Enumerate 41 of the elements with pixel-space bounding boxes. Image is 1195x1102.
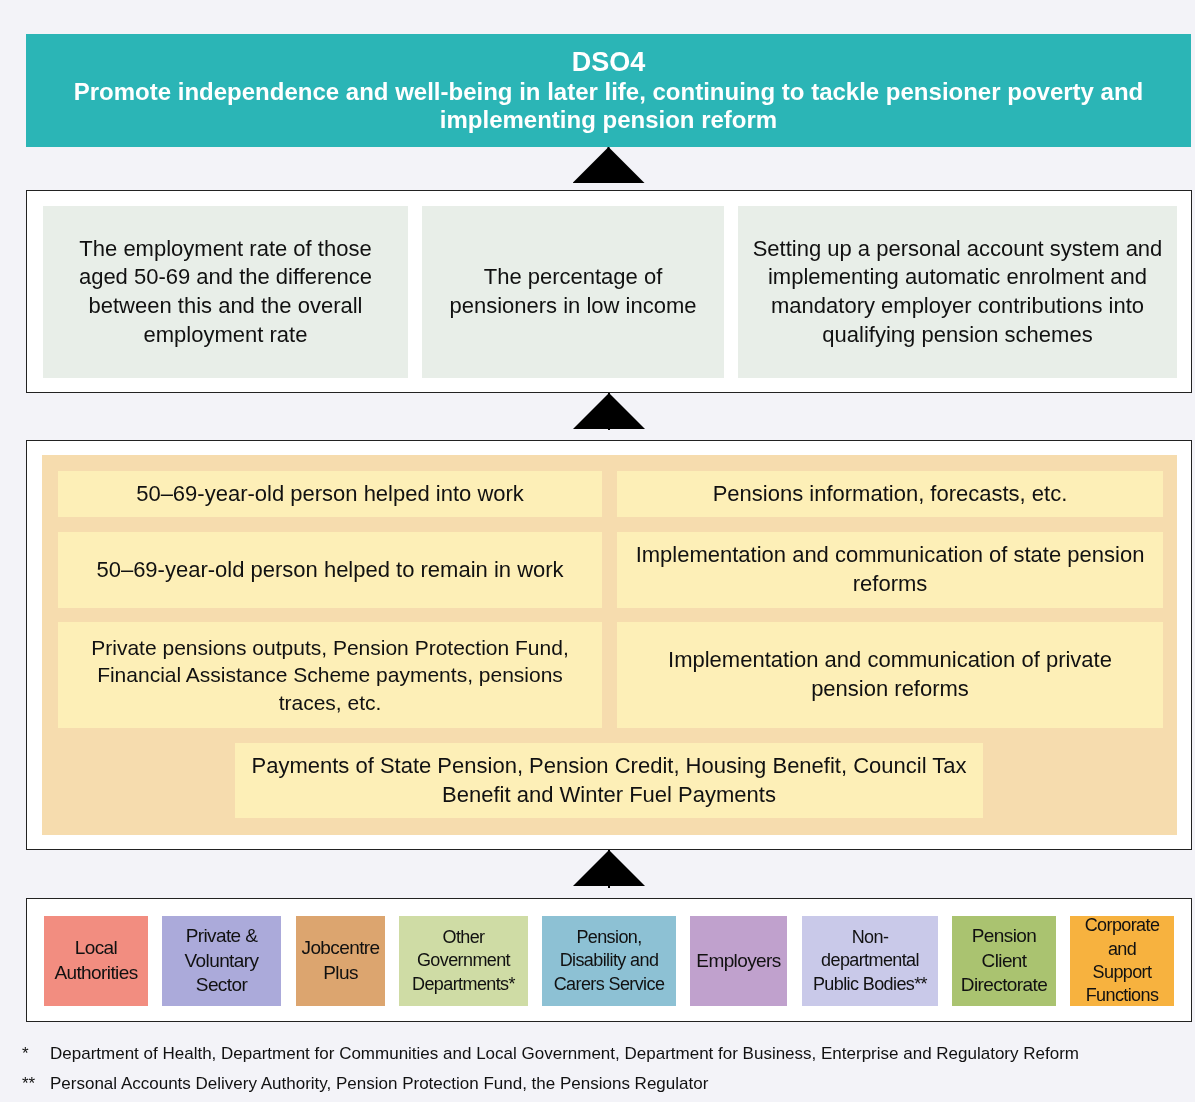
output-text: 50–69-year-old person helped into work bbox=[136, 479, 524, 508]
indicator-text: The employment rate of those aged 50-69 and the difference between this and the overall employment rate bbox=[77, 234, 374, 349]
output-panel bbox=[26, 440, 1192, 850]
footnote-mark: * bbox=[22, 1044, 29, 1064]
delivery-box bbox=[690, 916, 787, 1006]
footnote-text: Personal Accounts Delivery Authority, Pension Protection Fund, the Pensions Regulator bbox=[50, 1074, 709, 1094]
delivery-box bbox=[399, 916, 528, 1006]
output-text: Private pensions outputs, Pension Protection Fund, Financial Assistance Scheme payments, pensions traces, etc. bbox=[90, 635, 570, 716]
indicator-panel bbox=[26, 190, 1192, 393]
delivery-box bbox=[162, 916, 281, 1006]
delivery-box bbox=[1070, 916, 1174, 1006]
footnote-mark: ** bbox=[22, 1074, 36, 1094]
delivery-box bbox=[952, 916, 1056, 1006]
delivery-box bbox=[542, 916, 676, 1006]
delivery-label: Pension, Disability and Carers Service bbox=[552, 925, 666, 996]
output-text: Pensions information, forecasts, etc. bbox=[712, 479, 1068, 508]
delivery-box bbox=[44, 916, 148, 1006]
arrow bbox=[573, 392, 645, 431]
footnote-text: Department of Health, Department for Communities and Local Government, Department for Business, Enterprise and Regulatory Reform bbox=[50, 1044, 1079, 1064]
delivery-label: Corporate and Support Functions bbox=[1083, 914, 1161, 1008]
delivery-box bbox=[802, 916, 938, 1006]
arrow bbox=[573, 849, 645, 889]
output-text: Implementation and communication of private pension reforms bbox=[667, 646, 1113, 703]
goal-banner bbox=[26, 34, 1191, 147]
goal-heading: DSO4 bbox=[571, 47, 646, 78]
delivery-label: Local Authorities bbox=[54, 936, 138, 985]
output-text: Payments of State Pension, Pension Credit, Housing Benefit, Council Tax Benefit and Winter Fuel Payments bbox=[250, 751, 968, 809]
delivery-label: Other Government Departments* bbox=[411, 925, 516, 996]
delivery-panel bbox=[26, 898, 1192, 1022]
delivery-box bbox=[296, 916, 385, 1006]
goal-text: Promote independence and well-being in later life, continuing to tackle pensioner poverty and implementing pension reform bbox=[72, 78, 1145, 134]
arrow bbox=[572, 146, 645, 183]
delivery-label: Private & Voluntary Sector bbox=[183, 923, 260, 998]
output-text: Implementation and communication of state pension reforms bbox=[634, 541, 1146, 598]
delivery-label: Pension Client Directorate bbox=[960, 923, 1048, 998]
indicator-text: Setting up a personal account system and implementing automatic enrolment and mandatory employer contributions into qualifying pension schemes bbox=[751, 234, 1164, 349]
delivery-label: Non-departmental Public Bodies** bbox=[812, 925, 928, 996]
delivery-label: Jobcentre Plus bbox=[301, 936, 380, 985]
indicator-text: The percentage of pensioners in low income bbox=[448, 263, 698, 320]
delivery-label: Employers bbox=[696, 948, 781, 973]
output-text: 50–69-year-old person helped to remain in work bbox=[96, 555, 564, 584]
